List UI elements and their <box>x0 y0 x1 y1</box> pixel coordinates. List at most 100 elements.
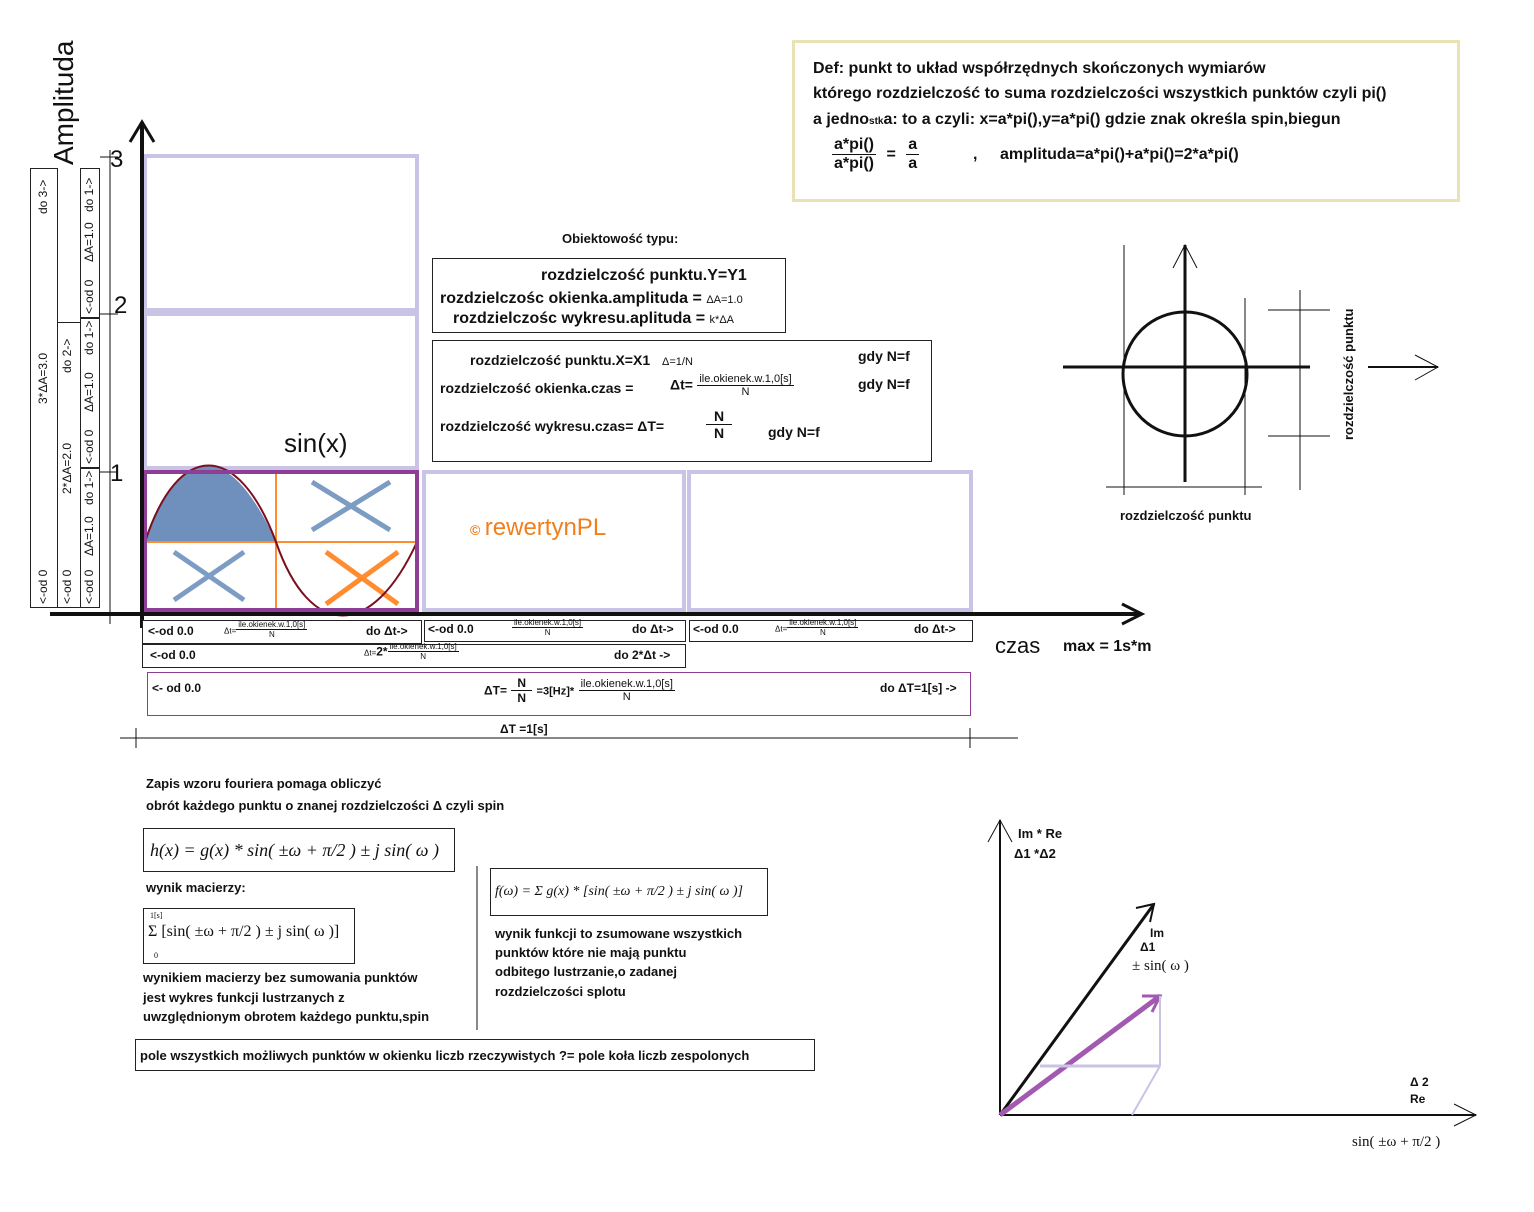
scale-b-top: do 2-> <box>60 338 74 373</box>
circle-bottom-label: rozdzielczość punktu <box>1120 508 1252 523</box>
f-desc-2: punktów które nie mają punktu <box>495 945 687 960</box>
grid-box-3 <box>143 154 419 312</box>
grid-box-2 <box>143 312 419 470</box>
scale-c3-bot: <-od 0 <box>82 279 96 314</box>
time-r2: rozdzielczość okienka.czas = <box>440 380 634 396</box>
amp-r2: rozdzielczośc okienka.amplituda = ΔA=1.0 <box>440 290 743 307</box>
x-axis-max: max = 1s*m <box>1063 638 1152 655</box>
matrix-desc-3: uwzględnionym obrotem każdego punktu,spi… <box>143 1009 430 1024</box>
time-row-c <box>147 672 971 716</box>
complex-re-1: Δ 2 <box>1410 1075 1429 1089</box>
time-r3: rozdzielczość wykresu.czas= ΔT= <box>440 418 665 434</box>
wynik-macierzy: wynik macierzy: <box>146 880 246 895</box>
a1-from: <-od 0.0 <box>148 624 194 638</box>
x-axis-label: czas <box>995 633 1041 658</box>
amp-r1: rozdzielczość punktu.Y=Y1 <box>541 267 747 284</box>
complex-top-2: Δ1 *Δ2 <box>1014 846 1056 861</box>
f-desc-4: rozdzielczości splotu <box>495 984 626 999</box>
tick-3: 3 <box>110 146 124 173</box>
tick-2: 2 <box>114 292 128 319</box>
b-to: do 2*Δt -> <box>614 648 671 662</box>
sin-label: sin(x) <box>284 428 348 458</box>
fourier-intro-1: Zapis wzoru fouriera pomaga obliczyć <box>146 776 382 791</box>
f-desc-1: wynik funkcji to zsumowane wszystkich <box>495 926 743 941</box>
scale-c-top: do 1-> <box>82 470 96 505</box>
def-line-1: Def: punkt to układ współrzędnych skończ… <box>813 60 1266 77</box>
a2-formula: ile.okienek.w.1,0[s]N <box>512 618 584 637</box>
c-to: do ΔT=1[s] -> <box>880 681 957 695</box>
copyright: © rewertynPL <box>470 514 607 541</box>
fourier-intro-2: obrót każdego punktu o znanej rozdzielcz… <box>146 798 505 813</box>
scale-a-mid: 3*ΔA=3.0 <box>36 352 50 404</box>
total-dt: ΔT =1[s] <box>500 722 548 736</box>
scale-c2-bot: <-od 0 <box>82 429 96 464</box>
scale-col-c3 <box>80 168 100 318</box>
matrix-desc-2: jest wykres funkcji lustrzanych z <box>143 990 345 1005</box>
time-r3-cond: gdy N=f <box>768 424 820 440</box>
cross-tr-b <box>310 479 392 533</box>
formula-f: f(ω) = Σ g(x) * [sin( ±ω + π/2 ) ± j sin… <box>490 868 768 916</box>
complex-im-3: ± sin( ω ) <box>1132 958 1189 974</box>
matrix-desc-1: wynikiem macierzy bez sumowania punktów <box>143 970 418 985</box>
amp-r3: rozdzielczośc wykresu.aplituda = k*ΔA <box>453 310 735 327</box>
scale-a-bot: <-od 0 <box>36 569 50 604</box>
time-resolution-box <box>432 340 932 462</box>
y-axis-label: Amplituda <box>48 40 79 165</box>
scale-b-mid: 2*ΔA=2.0 <box>60 442 74 494</box>
a1-to: do Δt-> <box>366 624 408 638</box>
scale-col-c2 <box>80 318 100 468</box>
time-row-b <box>142 644 686 668</box>
grid-box-right-1 <box>422 470 686 612</box>
sin-window-border <box>143 470 419 612</box>
scale-col-a <box>30 168 58 608</box>
a2-to: do Δt-> <box>632 622 674 636</box>
time-r1-cond: gdy N=f <box>858 348 910 364</box>
tick-1: 1 <box>110 460 124 487</box>
time-row-a3 <box>689 620 973 642</box>
scale-a-top: do 3-> <box>36 179 50 214</box>
formula-sum: 1[s] Σ [sin( ±ω + π/2 ) ± j sin( ω )] 0 <box>143 908 355 964</box>
cross-bl-b <box>172 549 246 603</box>
scale-c2-mid: ΔA=1.0 <box>82 372 96 412</box>
time-row-a2 <box>424 620 686 642</box>
formula-h: h(x) = g(x) * sin( ±ω + π/2 ) ± j sin( ω… <box>143 828 455 872</box>
def-amplituda: amplituda=a*pi()+a*pi()=2*a*pi() <box>1000 146 1239 163</box>
time-row-a1 <box>142 620 422 644</box>
def-comma: , <box>973 146 978 163</box>
cross-br-b <box>324 549 400 607</box>
scale-col-b <box>57 322 81 608</box>
definition-box <box>792 40 1460 202</box>
a3-formula: Δt=ile.okienek.w.1,0[s]N <box>775 618 859 637</box>
scale-c-mid: ΔA=1.0 <box>82 516 96 556</box>
scale-c-bot: <-od 0 <box>82 569 96 604</box>
def-line-3: a jednostka: to a czyli: x=a*pi(),y=a*pi… <box>813 111 1341 128</box>
sine-curve <box>144 464 418 617</box>
obiektywnosc-title: Obiektowość typu: <box>562 231 679 246</box>
a3-to: do Δt-> <box>914 622 956 636</box>
complex-top-1: Im * Re <box>1018 826 1063 841</box>
vector-purple <box>998 993 1162 1118</box>
a3-from: <-od 0.0 <box>693 622 739 636</box>
complex-re-3: sin( ±ω + π/2 ) <box>1352 1134 1441 1150</box>
unit-circle <box>1121 310 1249 438</box>
time-r1: rozdzielczość punktu.X=X1 Δ=1/N <box>470 352 693 368</box>
complex-re-2: Re <box>1410 1092 1426 1106</box>
pole-statement: pole wszystkich możliwych punktów w okie… <box>135 1039 815 1071</box>
def-line-2: którego rozdzielczość to suma rozdzielcz… <box>813 85 1387 102</box>
scale-b-bot: <-od 0 <box>60 569 74 604</box>
vector-im <box>998 903 1156 1116</box>
circle-right-label: rozdzielczość punktu <box>1341 308 1356 440</box>
scale-c3-mid: ΔA=1.0 <box>82 222 96 262</box>
time-r2-cond: gdy N=f <box>858 376 910 392</box>
complex-im-1: Im <box>1150 926 1165 940</box>
amplitude-resolution-box <box>432 258 786 333</box>
time-r2-formula: Δt= ile.okienek.w.1,0[s]N <box>670 373 794 398</box>
b-formula: Δt=2*ile.okienek.w.1,0[s]N <box>364 642 459 661</box>
b-from: <-od 0.0 <box>150 648 196 662</box>
f-desc-3: odbitego lustrzanie,o zadanej <box>495 964 678 979</box>
complex-im-2: Δ1 <box>1140 940 1156 954</box>
